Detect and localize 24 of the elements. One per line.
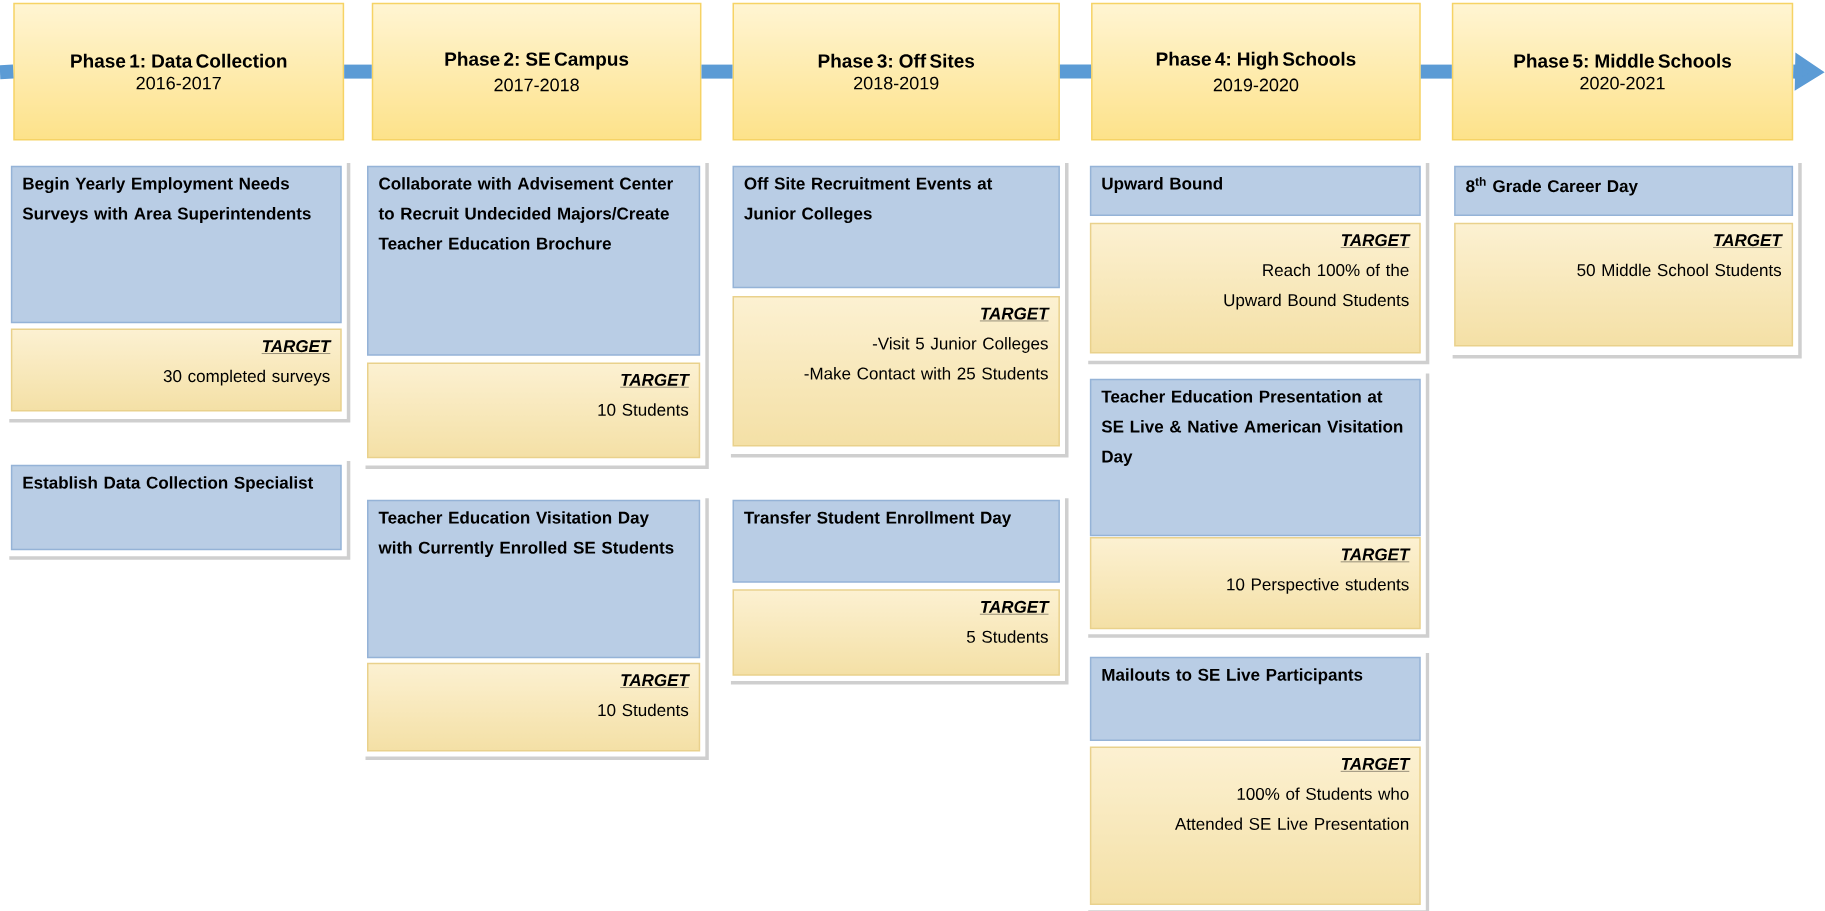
activity-box: Begin Yearly Employment Needs Surveys with Area Superintendents xyxy=(10,165,342,324)
phase-box: Phase 5: Middle Schools 2020-2021 xyxy=(1451,2,1794,141)
target-box: TARGET -Visit 5 Junior Colleges -Make Contact with 25 Students xyxy=(732,296,1060,447)
phase-box: Phase 3: Off Sites 2018-2019 xyxy=(732,2,1060,141)
phase-box: Phase 1: Data Collection 2016-2017 xyxy=(13,2,345,141)
target-box: TARGET 10 Perspective students xyxy=(1089,536,1421,630)
activity-box: Establish Data Collection Specialist xyxy=(10,464,342,551)
activity-box: Off Site Recruitment Events at Junior Colleges xyxy=(732,165,1060,289)
activity-box: Transfer Student Enrollment Day xyxy=(732,499,1060,583)
activity-box: Teacher Education Presentation at SE Live & Native American Visitation Day xyxy=(1089,378,1421,537)
target-box: TARGET 5 Students xyxy=(732,589,1060,676)
target-box: TARGET 50 Middle School Students xyxy=(1454,222,1794,347)
activity-box: Mailouts to SE Live Participants xyxy=(1089,656,1421,741)
target-box: TARGET 10 Students xyxy=(367,662,701,752)
phase-box: Phase 4: High Schools 2019-2020 xyxy=(1091,2,1421,141)
activity-box: 8$^{th}$ Grade Career Day xyxy=(1454,165,1794,217)
target-box: TARGET 30 completed surveys xyxy=(10,328,342,412)
phase-box: Phase 2: SE Campus 2017-2018 xyxy=(371,2,702,141)
activity-box: Collaborate with Advisement Center to Recruit Undecided Majors/Create Teacher Education Brochure xyxy=(367,165,701,356)
target-box: TARGET 100% of Students who Attended SE Live Presentation xyxy=(1089,746,1421,906)
activity-box: Upward Bound xyxy=(1089,165,1421,217)
target-box: TARGET 10 Students xyxy=(367,362,701,459)
target-box: TARGET Reach 100% of the Upward Bound Students xyxy=(1089,222,1421,354)
activity-box: Teacher Education Visitation Day with Currently Enrolled SE Students xyxy=(367,499,701,659)
